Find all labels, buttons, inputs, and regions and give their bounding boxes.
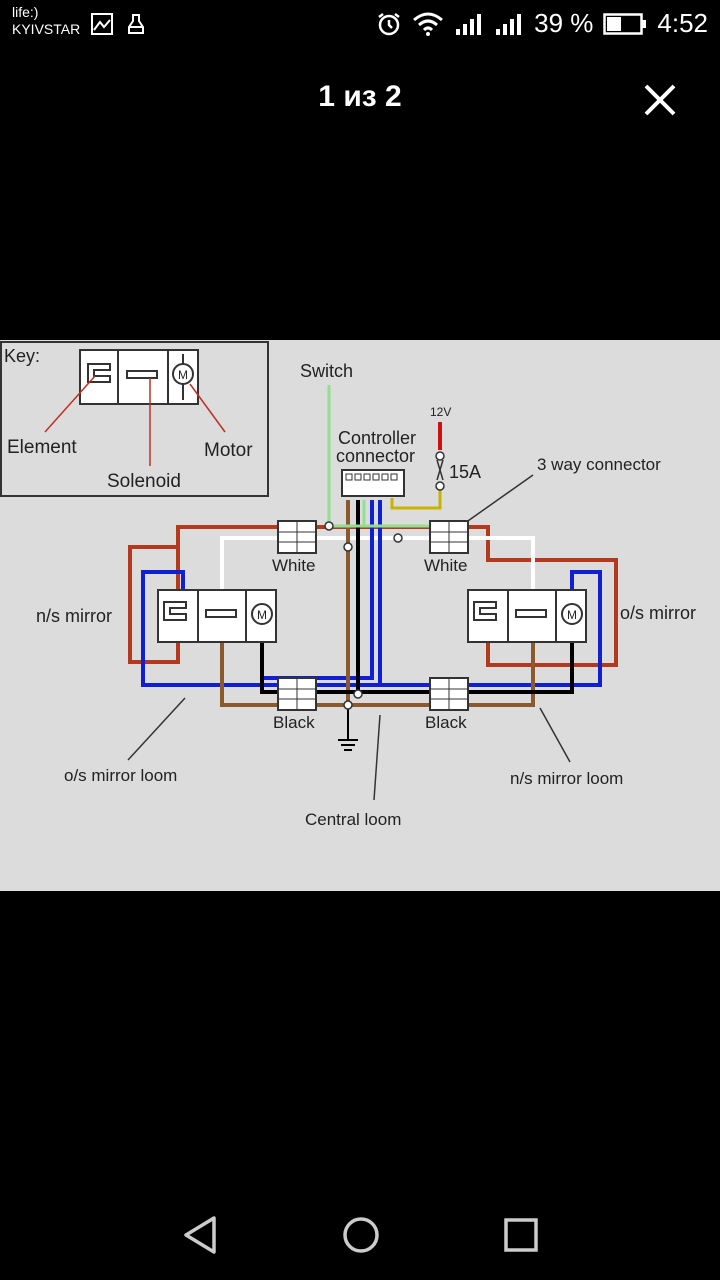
key-solenoid-label: Solenoid [107, 471, 181, 492]
yellow-wire [390, 488, 442, 510]
home-icon [343, 1217, 379, 1253]
red-wire-ns [128, 545, 180, 664]
os-mirror-loom-label: o/s mirror loom [64, 766, 177, 785]
ns-mirror-unit: M [157, 589, 277, 643]
white-wire [220, 536, 535, 590]
cleaner-icon [128, 14, 144, 34]
status-bar: life:) KYIVSTAR [0, 0, 720, 52]
key-motor-letter: M [178, 368, 188, 382]
connector-black-right [429, 677, 469, 711]
signal-icon [456, 13, 482, 35]
wiring-diagram: Key: M Element Solenoid Motor Switch Con… [0, 341, 696, 829]
key-solenoid-symbol [126, 370, 158, 379]
os-motor-letter: M [567, 608, 577, 622]
fuse-label: 15A [449, 462, 481, 482]
black-right-label: Black [425, 713, 467, 732]
switch-label: Switch [300, 361, 353, 381]
carrier-name: life:) KYIVSTAR [12, 4, 80, 38]
battery-percent: 39 % [534, 8, 594, 38]
status-right: 39 % 4:52 [376, 8, 708, 39]
carrier-line-1: life:) [12, 4, 39, 20]
clock: 4:52 [657, 8, 708, 38]
blue-wire [141, 500, 602, 687]
home-button[interactable] [336, 1210, 386, 1260]
close-button[interactable] [640, 80, 680, 120]
key-title: Key: [4, 346, 40, 366]
white-right-label: White [424, 556, 467, 575]
central-loom-label: Central loom [305, 810, 401, 829]
connector-white-left [277, 520, 317, 554]
os-mirror-label: o/s mirror [620, 603, 696, 623]
signal-icon [496, 13, 522, 35]
three-way-connector-label: 3 way connector [537, 455, 661, 474]
ns-mirror-loom-label: n/s mirror loom [510, 769, 623, 788]
wiring-diagram-image[interactable]: Key: M Element Solenoid Motor Switch Con… [0, 340, 720, 891]
connector-white-right [429, 520, 469, 554]
gallery-icon [91, 13, 113, 35]
red-wire-os [176, 525, 618, 667]
white-left-label: White [272, 556, 315, 575]
brown-wire [220, 640, 535, 707]
key-motor-symbol [172, 363, 194, 385]
voltage-label: 12V [430, 405, 451, 419]
back-icon [184, 1216, 216, 1254]
controller-label-1: Controller [338, 428, 416, 448]
black-left-label: Black [273, 713, 315, 732]
viewer-top-bar: 1 из 2 [0, 62, 720, 136]
key-element-label: Element [7, 437, 77, 458]
alarm-icon [378, 12, 400, 35]
close-icon [644, 84, 676, 116]
recents-icon [504, 1218, 538, 1252]
back-button[interactable] [176, 1210, 226, 1260]
fuse-symbol [436, 459, 444, 481]
os-mirror-unit: M [467, 589, 587, 643]
battery-icon [603, 12, 647, 35]
page-counter: 1 из 2 [318, 80, 402, 113]
black-wire [260, 635, 574, 694]
ground-symbol [338, 739, 358, 751]
recents-button[interactable] [496, 1210, 546, 1260]
system-nav-bar [0, 1180, 720, 1280]
key-motor-label: Motor [204, 440, 253, 461]
controller-label-2: connector [336, 446, 415, 466]
notification-icons [90, 12, 148, 36]
connector-black-left [277, 677, 317, 711]
carrier-line-2: KYIVSTAR [12, 21, 81, 37]
wifi-icon [413, 12, 444, 36]
ns-mirror-label: n/s mirror [36, 606, 112, 626]
ns-motor-letter: M [257, 608, 267, 622]
